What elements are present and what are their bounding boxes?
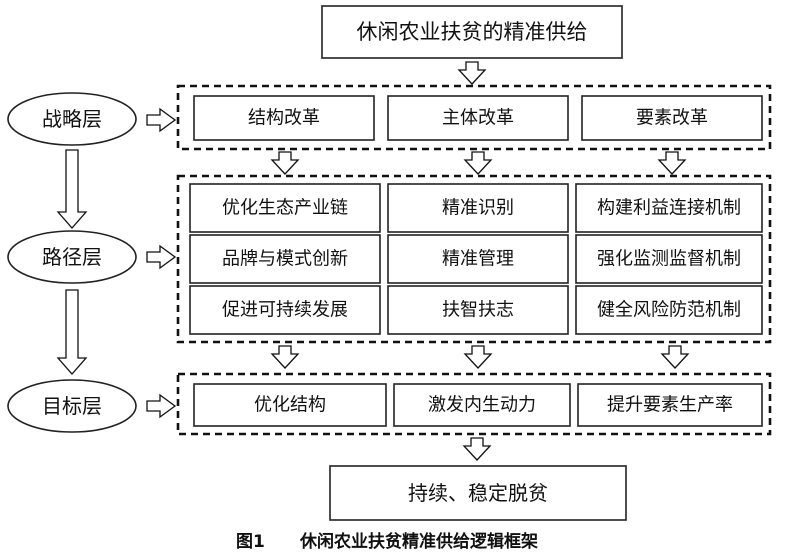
path-item-label: 品牌与模式创新 [222, 249, 348, 270]
path-item-label: 扶智扶志 [442, 300, 514, 321]
path-item-label: 构建利益连接机制 [597, 198, 741, 219]
down-arrow-icon [270, 151, 300, 175]
strategy-item-label: 要素改革 [636, 108, 708, 129]
layer-label-goal: 目标层 [7, 379, 137, 433]
layer-label-text: 路径层 [42, 245, 102, 269]
figure-caption: 图1 休闲农业扶贫精准供给逻辑框架 [236, 531, 538, 552]
down-arrow-icon [457, 61, 487, 85]
strategy-item-label: 主体改革 [442, 108, 514, 129]
path-item-label: 健全风险防范机制 [597, 300, 741, 321]
path-group [176, 174, 772, 344]
caption-title: 休闲农业扶贫精准供给逻辑框架 [299, 531, 538, 552]
bottom-node-label: 持续、稳定脱贫 [408, 481, 548, 505]
caption-number: 图1 [236, 532, 265, 552]
goal-item-label: 优化结构 [254, 395, 326, 416]
down-arrow-icon [657, 151, 687, 175]
down-arrow-icon [56, 289, 88, 375]
path-item-2-1: 精准识别 [387, 183, 569, 233]
goal-item-3: 提升要素生产率 [577, 383, 763, 427]
layer-label-path: 路径层 [7, 230, 137, 284]
path-item-3-2: 强化监测监督机制 [575, 234, 763, 284]
goal-item-label: 提升要素生产率 [607, 395, 733, 416]
down-arrow-icon [56, 149, 88, 229]
path-item-label: 精准识别 [442, 198, 514, 219]
layer-label-text: 战略层 [42, 107, 102, 131]
down-arrow-icon [462, 437, 492, 461]
layer-label-text: 目标层 [42, 394, 102, 418]
path-item-label: 强化监测监督机制 [597, 249, 741, 270]
path-item-1-2: 品牌与模式创新 [189, 234, 381, 284]
goal-item-2: 激发内生动力 [393, 383, 571, 427]
path-item-label: 精准管理 [442, 249, 514, 270]
goal-item-1: 优化结构 [193, 383, 387, 427]
strategy-item-1: 结构改革 [193, 95, 375, 141]
top-node: 休闲农业扶贫的精准供给 [321, 5, 623, 59]
strategy-item-2: 主体改革 [387, 95, 569, 141]
strategy-item-label: 结构改革 [248, 108, 320, 129]
top-node-label: 休闲农业扶贫的精准供给 [357, 20, 588, 44]
path-item-2-2: 精准管理 [387, 234, 569, 284]
path-item-1-3: 促进可持续发展 [189, 285, 381, 335]
strategy-item-3: 要素改革 [581, 95, 763, 141]
path-item-3-1: 构建利益连接机制 [575, 183, 763, 233]
right-arrow-icon [146, 107, 177, 133]
down-arrow-icon [270, 345, 300, 369]
strategy-group [176, 84, 772, 151]
right-arrow-icon [146, 244, 177, 270]
path-item-3-3: 健全风险防范机制 [575, 285, 763, 335]
goal-group [176, 372, 772, 436]
path-item-1-1: 优化生态产业链 [189, 183, 381, 233]
down-arrow-icon [463, 151, 493, 175]
path-item-2-3: 扶智扶志 [387, 285, 569, 335]
right-arrow-icon [146, 393, 177, 419]
goal-item-label: 激发内生动力 [428, 395, 536, 416]
down-arrow-icon [660, 345, 690, 369]
bottom-node: 持续、稳定脱贫 [329, 465, 627, 521]
path-item-label: 优化生态产业链 [222, 198, 348, 219]
layer-label-strategy: 战略层 [7, 92, 137, 146]
path-item-label: 促进可持续发展 [222, 300, 348, 321]
down-arrow-icon [463, 345, 493, 369]
